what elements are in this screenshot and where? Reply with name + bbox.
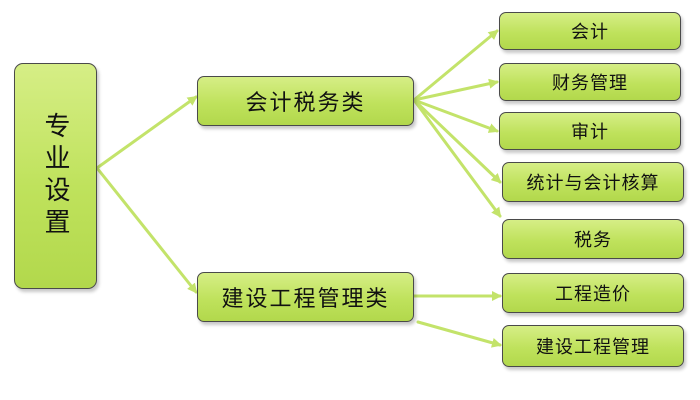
category-node-accounting-tax: 会计税务类	[197, 76, 414, 126]
leaf-node-auditing: 审计	[499, 112, 681, 150]
leaf-node-construction-engineering-management: 建设工程管理	[502, 325, 684, 367]
connector-to-financial-management	[412, 78, 499, 102]
leaf-node-statistics-accounting: 统计与会计核算	[502, 162, 684, 202]
connector-to-accounting	[412, 29, 499, 102]
connector-to-statistics-accounting	[412, 98, 502, 184]
leaf-node-taxation: 税务	[502, 219, 684, 259]
connector-root-to-construction	[95, 166, 198, 294]
leaf-node-accounting: 会计	[499, 12, 681, 50]
category-node-construction-management: 建设工程管理类	[197, 272, 414, 322]
connector-to-auditing	[412, 98, 499, 133]
connector-to-taxation	[412, 98, 502, 218]
leaf-node-financial-management: 财务管理	[499, 63, 681, 101]
connector-root-to-accounting-tax	[95, 95, 198, 170]
connector-to-construction-engineering-management	[416, 320, 502, 348]
root-node-specialty-settings: 专业设置	[14, 63, 97, 289]
leaf-node-construction-cost: 工程造价	[502, 273, 684, 313]
